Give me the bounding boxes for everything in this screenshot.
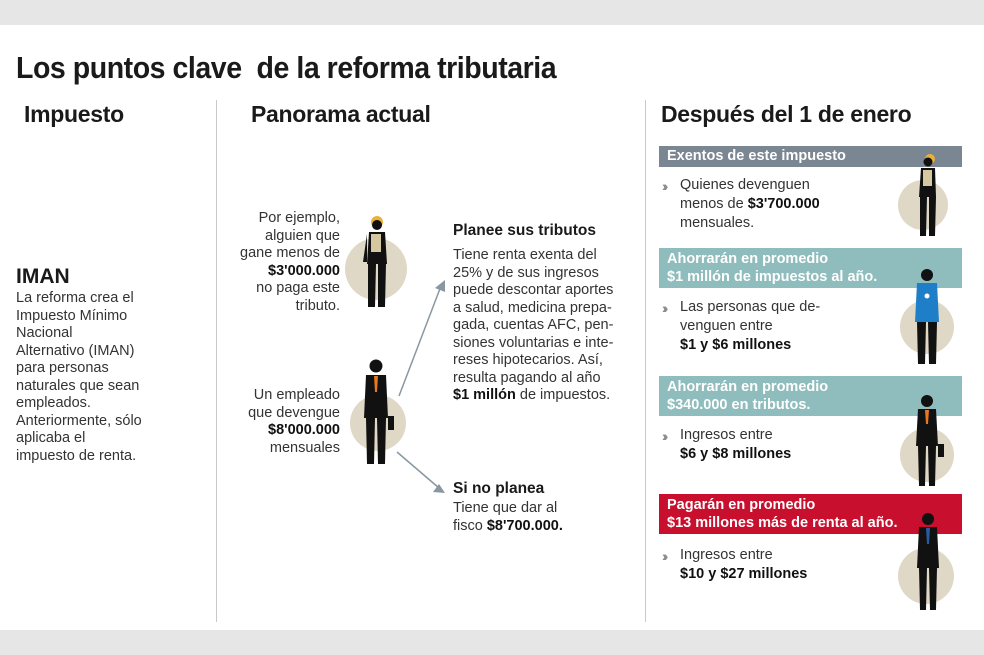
group-line: Quienes devenguen bbox=[680, 177, 810, 193]
banner-ahorro-340: Ahorrarán en promedio $340.000 en tribut… bbox=[659, 376, 962, 416]
iman-line: impuesto de renta. bbox=[16, 447, 137, 464]
banner-line: Ahorrarán en promedio bbox=[667, 379, 829, 395]
planee-line: gada, cuentas AFC, pen- bbox=[453, 317, 614, 333]
double-chevron-icon: ›› bbox=[662, 548, 669, 564]
iman-line: La reforma crea el bbox=[16, 290, 134, 306]
example-line: gane menos de bbox=[240, 245, 340, 261]
column-header-despues: Después del 1 de enero bbox=[661, 101, 912, 127]
example-line: alguien que bbox=[265, 227, 340, 244]
example-line: mensuales bbox=[269, 439, 340, 456]
example-line: que devengue bbox=[248, 404, 340, 421]
group-amount: $10 y $27 millones bbox=[680, 566, 808, 582]
worker-figure-icon bbox=[919, 154, 936, 236]
arrow-down-icon bbox=[433, 484, 445, 493]
planee-heading: Planee sus tributos bbox=[453, 222, 596, 239]
executive-figure-icon bbox=[917, 513, 939, 610]
group-line: menos de $3'700.000 bbox=[680, 195, 820, 214]
no-planea-line: fisco $8'700.000. bbox=[453, 518, 638, 536]
no-planea-line-pre: fisco bbox=[453, 517, 487, 534]
banner-line: Ahorrarán en promedio bbox=[667, 251, 829, 267]
banner-line: Exentos de este impuesto bbox=[667, 148, 846, 164]
example-employee: Un empleado que devengue $8'000.000 mens… bbox=[220, 387, 340, 457]
employee-figure-icon bbox=[915, 269, 939, 364]
example-amount: $8'000.000 bbox=[268, 422, 340, 438]
example-low-income: Por ejemplo, alguien que gane menos de $… bbox=[220, 210, 340, 315]
column-header-panorama: Panorama actual bbox=[251, 101, 431, 127]
planee-line: reses hipotecarios. Así, bbox=[453, 352, 603, 368]
iman-line: Anteriormente, sólo bbox=[16, 412, 142, 429]
arrow-diagram bbox=[396, 280, 445, 493]
no-planea-line: Tiene que dar al bbox=[453, 500, 558, 516]
no-planea-description: Tiene que dar al fisco $8'700.000. bbox=[453, 500, 638, 535]
column-header-impuesto: Impuesto bbox=[24, 101, 124, 127]
planee-line: Tiene renta exenta del bbox=[453, 247, 597, 263]
group-6-8-text: ›› Ingresos entre $6 y $8 millones bbox=[662, 426, 791, 464]
banner-ahorro-1-millon: Ahorrarán en promedio $1 millón de impue… bbox=[659, 248, 962, 288]
group-line: Ingresos entre bbox=[680, 547, 773, 563]
double-chevron-icon: ›› bbox=[662, 428, 669, 444]
group-line-pre: menos de bbox=[680, 196, 748, 212]
example-line: Por ejemplo, bbox=[258, 210, 340, 226]
page-title: Los puntos clave de la reforma tributari… bbox=[16, 50, 557, 85]
banner-line: $13 millones más de renta al año. bbox=[667, 515, 898, 531]
planee-line: $1 millón de impuestos. bbox=[453, 387, 638, 405]
planee-line: a salud, medicina prepa- bbox=[453, 299, 612, 316]
iman-line: aplicaba el bbox=[16, 430, 86, 446]
iman-heading: IMAN bbox=[16, 265, 70, 288]
double-chevron-icon: ›› bbox=[662, 178, 669, 194]
group-amount: $3'700.000 bbox=[747, 196, 820, 212]
planee-description: Tiene renta exenta del 25% y de sus ingr… bbox=[453, 247, 638, 405]
group-amount: $1 y $6 millones bbox=[680, 337, 792, 353]
banner-line: Pagarán en promedio bbox=[667, 497, 816, 513]
double-chevron-icon: ›› bbox=[662, 300, 669, 316]
example-line: tributo. bbox=[295, 297, 340, 314]
group-1-6-text: ›› Las personas que de- venguen entre $1… bbox=[662, 298, 820, 355]
group-10-27-text: ›› Ingresos entre $10 y $27 millones bbox=[662, 546, 807, 584]
banner-pagaran: Pagarán en promedio $13 millones más de … bbox=[659, 494, 962, 534]
iman-line: Alternativo (IMAN) bbox=[16, 342, 135, 359]
example-line: no paga este bbox=[256, 280, 340, 296]
banner-line: $1 millón de impuestos al año. bbox=[667, 269, 878, 285]
group-line: Ingresos entre bbox=[680, 427, 773, 443]
iman-line: para personas bbox=[16, 360, 109, 376]
banner-exentos: Exentos de este impuesto bbox=[659, 146, 962, 167]
iman-line: Impuesto Mínimo bbox=[16, 307, 128, 324]
businessman-figure-icon bbox=[916, 395, 944, 486]
planee-line: puede descontar aportes bbox=[453, 282, 614, 298]
no-planea-heading: Si no planea bbox=[453, 480, 545, 497]
example-amount: $3'000.000 bbox=[268, 262, 340, 279]
column-divider-2 bbox=[645, 100, 646, 622]
group-line: Las personas que de- bbox=[680, 299, 821, 315]
iman-line: Nacional bbox=[16, 325, 73, 341]
group-line: mensuales. bbox=[680, 215, 755, 231]
planee-line-rest: de impuestos. bbox=[515, 387, 611, 403]
iman-line: empleados. bbox=[16, 395, 91, 411]
example-line: Un empleado bbox=[253, 387, 340, 403]
no-planea-amount: $8'700.000. bbox=[486, 517, 563, 534]
planee-line: 25% y de sus ingresos bbox=[453, 264, 599, 281]
group-amount: $6 y $8 millones bbox=[680, 446, 792, 462]
worker-figure-icon bbox=[363, 216, 387, 307]
group-line: venguen entre bbox=[680, 318, 773, 334]
arrow-up-icon bbox=[435, 280, 445, 292]
banner-line: $340.000 en tributos. bbox=[667, 397, 811, 413]
businessman-figure-icon bbox=[364, 359, 394, 464]
planee-line: siones voluntarias e inte- bbox=[453, 334, 614, 351]
iman-line: naturales que sean bbox=[16, 377, 140, 394]
planee-amount: $1 millón bbox=[453, 387, 516, 403]
column-divider-1 bbox=[216, 100, 217, 622]
iman-description: La reforma crea el Impuesto Mínimo Nacio… bbox=[16, 290, 206, 465]
group-exentos-text: ›› Quienes devenguen menos de $3'700.000… bbox=[662, 176, 820, 233]
planee-line: resulta pagando al año bbox=[453, 369, 601, 386]
